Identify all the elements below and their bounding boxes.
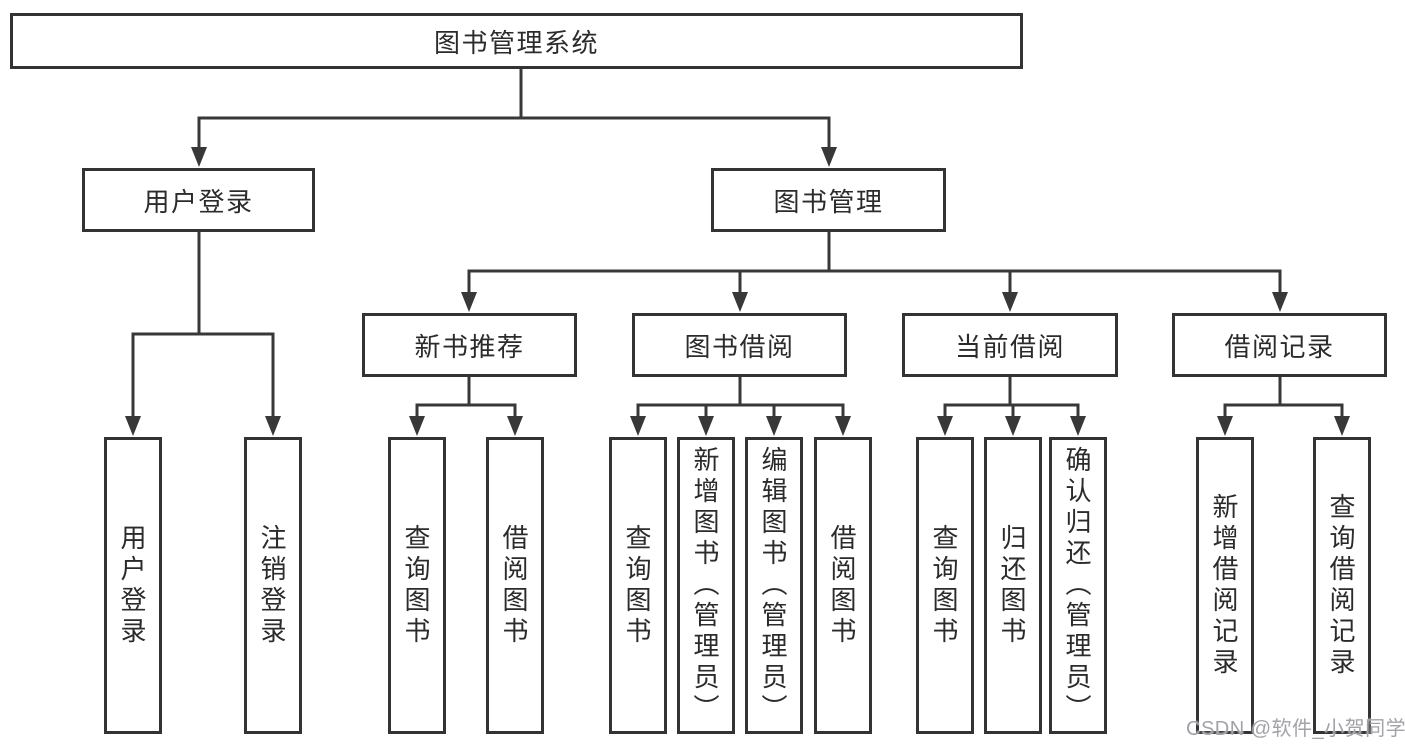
node-root-library-system: 图书管理系统 bbox=[10, 13, 1023, 69]
node-book-management: 图书管理 bbox=[711, 168, 946, 232]
leaf-borrow-add-book-admin: 新增图书（管理员） bbox=[677, 437, 735, 734]
arrowheads bbox=[125, 147, 1350, 436]
leaf-newrec-borrow-books: 借阅图书 bbox=[486, 437, 544, 734]
leaf-borrow-query-books: 查询图书 bbox=[609, 437, 667, 734]
node-borrowing-records: 借阅记录 bbox=[1172, 313, 1387, 377]
leaf-records-query-record: 查询借阅记录 bbox=[1313, 437, 1371, 734]
node-new-book-recommend: 新书推荐 bbox=[362, 313, 577, 377]
leaf-current-query-books: 查询图书 bbox=[916, 437, 974, 734]
node-book-borrowing: 图书借阅 bbox=[632, 313, 847, 377]
connector-lines bbox=[131, 69, 1344, 419]
leaf-user-login: 用户登录 bbox=[104, 437, 162, 734]
leaf-borrow-borrow-books: 借阅图书 bbox=[814, 437, 872, 734]
csdn-watermark: CSDN @软件_小贺同学 bbox=[1186, 718, 1405, 740]
leaf-records-add-record: 新增借阅记录 bbox=[1196, 437, 1254, 734]
leaf-logout: 注销登录 bbox=[244, 437, 302, 734]
leaf-newrec-query-books: 查询图书 bbox=[388, 437, 446, 734]
leaf-current-confirm-return-admin: 确认归还（管理员） bbox=[1049, 437, 1107, 734]
leaf-borrow-edit-book-admin: 编辑图书（管理员） bbox=[745, 437, 803, 734]
leaf-current-return-books: 归还图书 bbox=[984, 437, 1042, 734]
node-user-login: 用户登录 bbox=[82, 168, 315, 232]
node-current-borrowing: 当前借阅 bbox=[902, 313, 1118, 377]
